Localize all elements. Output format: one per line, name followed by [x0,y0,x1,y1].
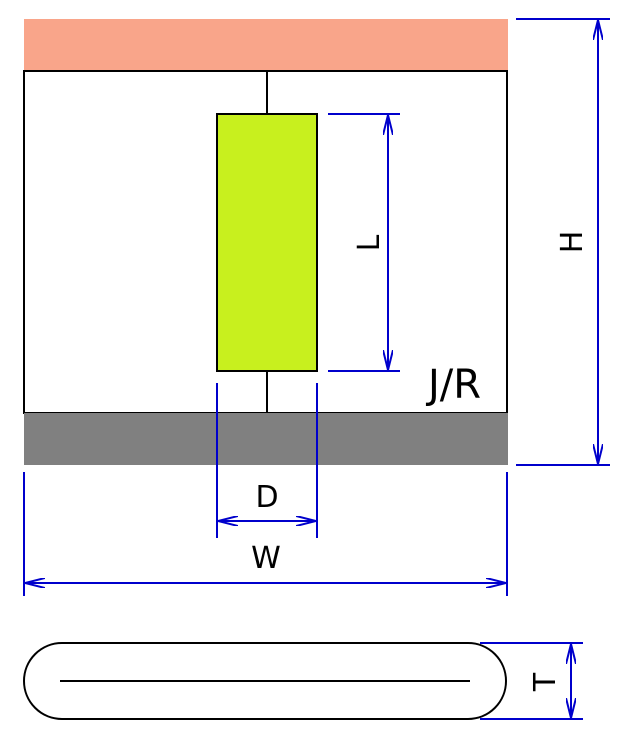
bottom-base [24,413,508,465]
jelly-roll-label: J/R [425,362,481,408]
top-cover [24,19,508,71]
thickness-label: T [528,672,563,692]
length-label: L [352,234,387,251]
width-label: W [251,541,281,576]
height-label: H [555,231,590,254]
diameter-label: D [255,480,278,515]
core-block [216,113,318,372]
